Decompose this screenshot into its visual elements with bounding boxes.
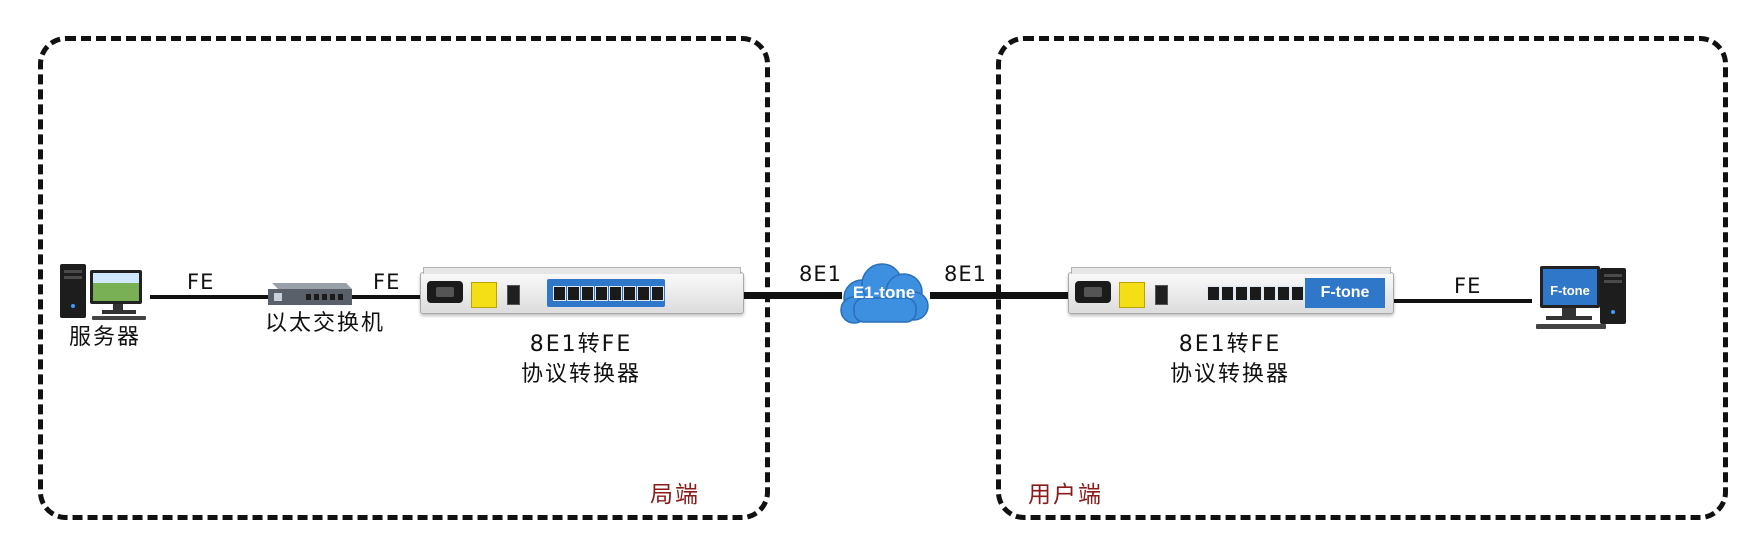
port-icon [1291,286,1304,301]
e1-link-cloud-converter [930,292,1070,299]
protocol-converter-left [420,267,744,314]
switch-label: 以太交换机 [264,311,385,336]
power-switch-icon [507,285,520,305]
cloud-network-icon [840,263,929,324]
converter-right-label-line1: 8E1转FE [1178,332,1282,357]
link-label-fe-2: FE [373,270,401,294]
converter-left-label-line1: 8E1转FE [529,332,633,357]
converter-right-label: 8E1转FE 协议转换器 [1150,330,1310,390]
fe-link-converter-pc [1392,299,1532,303]
fe-link-server-switch [150,295,268,299]
port-icon [637,286,650,301]
port-icon [1207,286,1220,301]
e1-link-converter-cloud [742,292,842,299]
user-side-zone [996,36,1728,520]
port-icon [595,286,608,301]
port-icon [651,286,664,301]
port-icon [1221,286,1234,301]
port-icon [623,286,636,301]
e1-port-panel [547,279,665,307]
server-label: 服务器 [68,325,141,350]
port-icon [1235,286,1248,301]
pc-screen-brand: F-tone [1550,283,1590,298]
ethernet-switch-icon [268,283,352,305]
fe-link-switch-converter [350,295,422,299]
port-icon [553,286,566,301]
link-label-8e1-left: 8E1 [799,262,842,286]
user-pc-icon [1536,266,1626,329]
port-icon [1249,286,1262,301]
e1-port-panel [1205,279,1318,307]
rack-lip [1071,267,1391,274]
user-side-label: 用户端 [1028,482,1103,508]
converter-right-label-line2: 协议转换器 [1169,362,1290,387]
brand-logo-converter: F-tone [1305,278,1385,308]
port-icon [567,286,580,301]
power-inlet-icon [1075,281,1111,303]
port-icon [609,286,622,301]
link-label-fe-1: FE [187,270,215,294]
port-icon [1277,286,1290,301]
central-office-zone [38,36,770,520]
converter-left-label: 8E1转FE 协议转换器 [501,330,661,390]
port-icon [1263,286,1276,301]
warning-sticker-icon [471,282,497,308]
power-inlet-icon [427,281,463,303]
rack-lip [423,267,741,274]
link-label-fe-3: FE [1454,274,1482,298]
power-switch-icon [1155,285,1168,305]
cloud-label: E1-tone [852,283,916,302]
warning-sticker-icon [1119,282,1145,308]
protocol-converter-right: F-tone [1068,267,1394,314]
converter-left-label-line2: 协议转换器 [520,362,641,387]
port-icon [581,286,594,301]
link-label-8e1-right: 8E1 [944,262,987,286]
server-icon [60,264,146,320]
central-office-label: 局端 [650,482,700,508]
